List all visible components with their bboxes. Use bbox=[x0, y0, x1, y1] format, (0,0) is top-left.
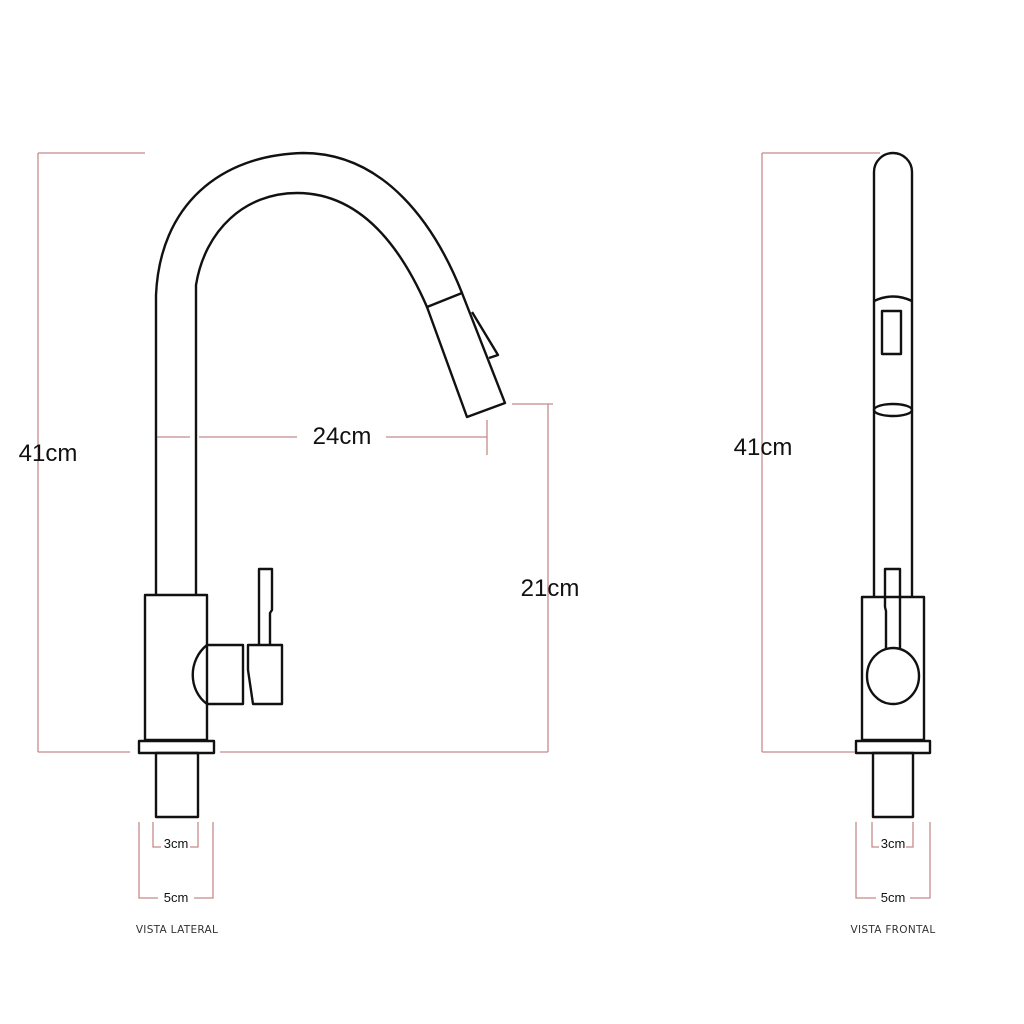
pipe bbox=[154, 751, 200, 819]
front-height-label: 41cm bbox=[734, 434, 793, 461]
spout-outer bbox=[154, 151, 464, 595]
base-dimension-line bbox=[138, 822, 214, 899]
base-label: 5cm bbox=[164, 890, 189, 905]
frontal-caption: VISTA FRONTAL bbox=[850, 924, 935, 936]
pipe-dimension-line bbox=[152, 822, 199, 848]
lateral-caption: VISTA LATERAL bbox=[136, 924, 218, 936]
spout-height-dimension-line bbox=[512, 403, 553, 752]
height-dimension-line bbox=[37, 152, 548, 753]
spout-height-label: 21cm bbox=[521, 575, 580, 602]
handle-hub bbox=[191, 643, 245, 706]
front-base-label: 5cm bbox=[881, 890, 906, 905]
height-label: 41cm bbox=[19, 440, 78, 467]
collar bbox=[137, 739, 216, 755]
spray-button-front bbox=[880, 309, 903, 356]
reach-label: 24cm bbox=[313, 423, 372, 450]
spray-button bbox=[470, 311, 500, 360]
body-front bbox=[860, 595, 926, 742]
pipe-front bbox=[871, 751, 915, 819]
pipe-label: 3cm bbox=[164, 836, 189, 851]
body bbox=[143, 593, 209, 742]
head-band bbox=[873, 295, 913, 303]
front-height-dimension-line bbox=[761, 152, 880, 753]
front-pipe-dimension-line bbox=[871, 822, 914, 848]
handle-block bbox=[246, 643, 284, 706]
spout-inner bbox=[194, 191, 429, 595]
lateral-view: 41cm 24cm 21cm 3cm 5cm VISTA LATERAL bbox=[19, 151, 580, 936]
collar-front bbox=[854, 739, 932, 755]
spout-front bbox=[872, 151, 914, 597]
front-pipe-label: 3cm bbox=[881, 836, 906, 851]
knob-front bbox=[865, 646, 921, 706]
lever-front bbox=[883, 567, 902, 650]
reach-dimension-line bbox=[157, 420, 488, 455]
head-ring bbox=[872, 402, 914, 418]
spray-head bbox=[425, 291, 507, 419]
front-base-dimension-line bbox=[855, 822, 931, 899]
handle-lever bbox=[257, 567, 274, 645]
frontal-view: 41cm 3cm 5cm VISTA FRONTAL bbox=[734, 151, 935, 936]
